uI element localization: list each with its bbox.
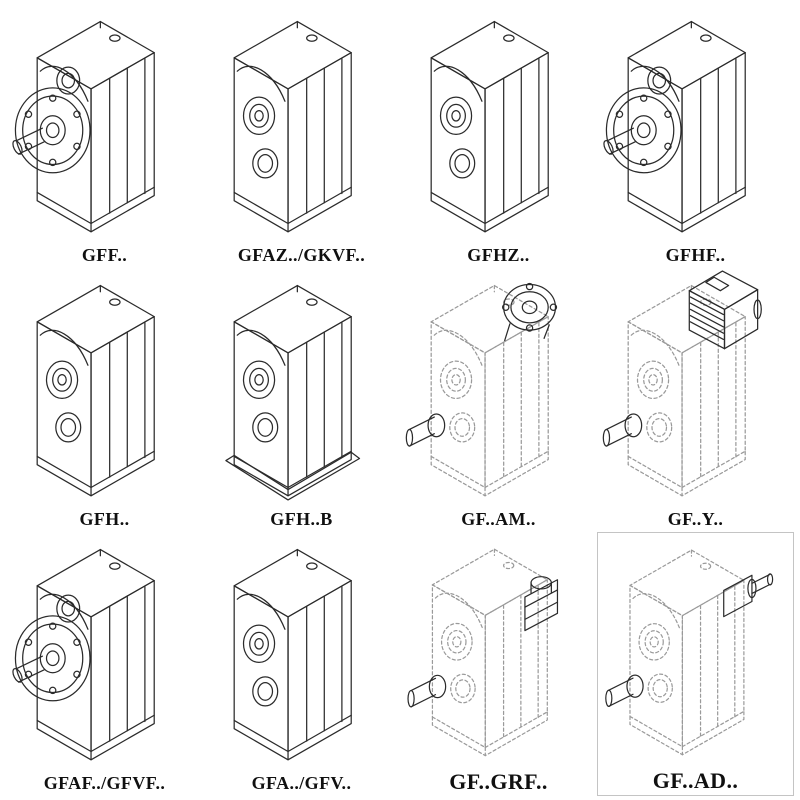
gearbox-model-label: GF..AM.. <box>461 509 536 530</box>
gearbox-model-label: GFH.. <box>79 509 130 530</box>
gearbox-cell: GFA../GFV.. <box>203 532 400 796</box>
gearbox-model-label: GFAF../GFVF.. <box>43 773 166 794</box>
gearbox-drawing <box>204 270 399 508</box>
gearbox-drawing <box>598 270 793 508</box>
gearbox-variant-shape <box>11 22 154 232</box>
gearbox-drawing <box>7 534 202 772</box>
gearbox-cell: GFHZ.. <box>400 4 597 268</box>
gearbox-cell: GFH..B <box>203 268 400 532</box>
gearbox-model-label: GFHF.. <box>665 245 726 266</box>
gearbox-variant-shape <box>37 286 154 496</box>
gearbox-variant-shape <box>11 550 154 760</box>
gearbox-variant-shape <box>602 22 745 232</box>
gearbox-cell: GFAF../GFVF.. <box>6 532 203 796</box>
gearbox-variant-shape <box>603 271 761 496</box>
gearbox-variant-shape <box>234 22 351 232</box>
gearbox-drawing <box>401 6 596 244</box>
gearbox-variant-shape <box>431 22 548 232</box>
gearbox-drawing <box>598 6 793 244</box>
gearbox-model-label: GF..GRF.. <box>449 768 548 794</box>
gearbox-drawing <box>401 270 596 508</box>
gearbox-drawing <box>204 6 399 244</box>
gearbox-cell: GF..Y.. <box>597 268 794 532</box>
gearbox-model-label: GF..AD.. <box>652 767 739 793</box>
gearbox-variant-shape <box>606 550 773 755</box>
gearbox-drawing <box>599 535 792 767</box>
gearbox-cell: GFF.. <box>6 4 203 268</box>
gearbox-model-label: GFHZ.. <box>467 245 530 266</box>
gearbox-model-label: GFH..B <box>270 509 333 530</box>
gearbox-variant-shape <box>226 286 360 500</box>
gearbox-drawing <box>7 270 202 508</box>
gearbox-cell: GF..AD.. <box>597 532 794 796</box>
catalog-grid: GFF.. GFAZ../GKVF.. GFHZ.. GFHF.. GFH.. … <box>6 4 794 796</box>
gearbox-model-label: GFA../GFV.. <box>251 773 352 794</box>
gearbox-cell: GF..AM.. <box>400 268 597 532</box>
gearbox-model-label: GFF.. <box>81 245 128 266</box>
gearbox-cell: GFH.. <box>6 268 203 532</box>
gearbox-variant-shape <box>408 549 557 755</box>
gearbox-cell: GFAZ../GKVF.. <box>203 4 400 268</box>
gearbox-model-label: GF..Y.. <box>667 509 724 530</box>
gearbox-drawing <box>204 534 399 772</box>
gearbox-variant-shape <box>234 550 351 760</box>
gearbox-variant-shape <box>406 283 556 495</box>
gearbox-drawing <box>7 6 202 244</box>
gearbox-cell: GF..GRF.. <box>400 532 597 796</box>
gearbox-model-label: GFAZ../GKVF.. <box>237 245 366 266</box>
gearbox-drawing <box>401 534 596 768</box>
gearbox-cell: GFHF.. <box>597 4 794 268</box>
